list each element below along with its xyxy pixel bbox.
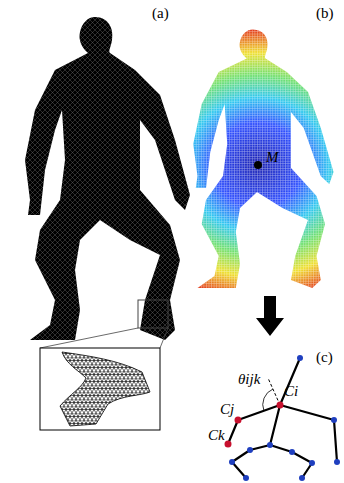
point-cloud [193,30,333,288]
angle-arc [263,389,273,411]
joint-label: Ck [208,428,225,443]
angle-label: θijk [238,372,260,387]
process-arrow [256,296,284,336]
joint-dots [229,355,340,481]
joint-label: Ci [284,384,298,399]
panel-label: (b) [316,6,334,21]
mesh-silhouette [25,17,190,340]
triangle-mesh [40,348,160,430]
mesh-outline [60,352,150,426]
angle-reference [268,378,280,405]
skeleton [228,358,337,478]
centroid-dot [254,161,262,169]
zoom-inset [40,348,160,430]
panel-label: (c) [316,350,333,365]
point-label: M [266,150,279,165]
zoom-leader [40,328,138,348]
joint-label: Cj [220,402,234,417]
panel-label: (a) [152,6,169,21]
zoom-leader [160,328,168,348]
zoom-marker [138,300,168,328]
